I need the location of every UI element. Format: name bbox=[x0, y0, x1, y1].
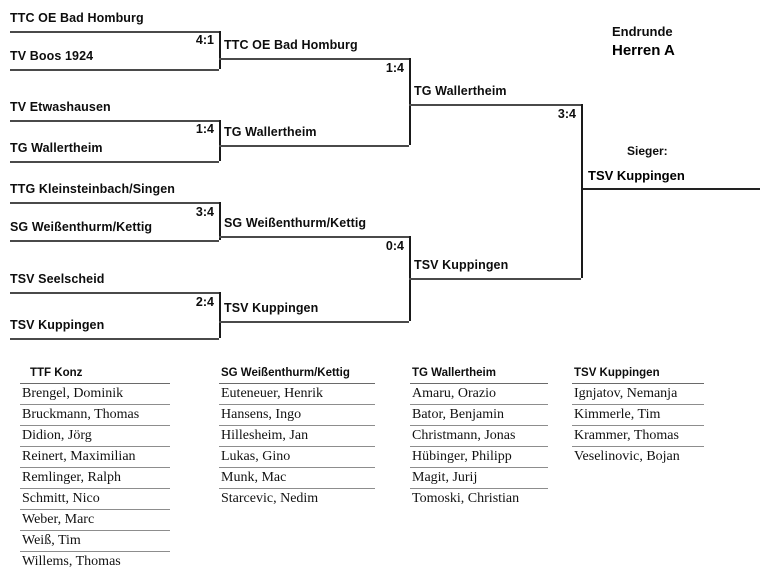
roster-player: Schmitt, Nico bbox=[20, 489, 170, 510]
roster-player: Christmann, Jonas bbox=[410, 426, 548, 447]
r2-m2-top-line bbox=[219, 236, 409, 238]
r2-m1-score: 1:4 bbox=[385, 61, 404, 75]
r1-m1-score: 4:1 bbox=[195, 33, 214, 47]
final-score: 3:4 bbox=[557, 107, 576, 121]
r1-m2-bottom-team: TG Wallertheim bbox=[10, 141, 103, 155]
r2-m1-top-team: TTC OE Bad Homburg bbox=[224, 38, 358, 52]
r1-m1-top-team: TTC OE Bad Homburg bbox=[10, 11, 144, 25]
r1-m4-bracket-connector bbox=[219, 292, 221, 338]
r2-m1-bottom-team: TG Wallertheim bbox=[224, 125, 317, 139]
roster-player: Hansens, Ingo bbox=[219, 405, 375, 426]
class-title: Herren A bbox=[612, 42, 675, 59]
roster-player: Lukas, Gino bbox=[219, 447, 375, 468]
final-bracket-connector bbox=[581, 104, 583, 278]
r1-m4-bottom-line bbox=[10, 338, 219, 340]
r2-m1-bottom-line bbox=[219, 145, 409, 147]
roster-player: Krammer, Thomas bbox=[572, 426, 704, 447]
r2-m2-score: 0:4 bbox=[385, 239, 404, 253]
champion-line bbox=[581, 188, 760, 190]
r2-m1-bracket-connector bbox=[409, 58, 411, 145]
roster-player: Hübinger, Philipp bbox=[410, 447, 548, 468]
r1-m2-top-team: TV Etwashausen bbox=[10, 100, 111, 114]
roster-player: Weiß, Tim bbox=[20, 531, 170, 552]
roster-player: Euteneuer, Henrik bbox=[219, 384, 375, 405]
roster-column-2: TG Wallertheim Amaru, Orazio Bator, Benj… bbox=[410, 366, 548, 509]
r1-m3-bottom-line bbox=[10, 240, 219, 242]
roster-player: Starcevic, Nedim bbox=[221, 491, 319, 506]
roster-player: Amaru, Orazio bbox=[410, 384, 548, 405]
roster-player: Veselinovic, Bojan bbox=[574, 449, 680, 464]
roster-player: Munk, Mac bbox=[219, 468, 375, 489]
roster-player: Hillesheim, Jan bbox=[219, 426, 375, 447]
r1-m3-score: 3:4 bbox=[195, 205, 214, 219]
roster-club-name: TG Wallertheim bbox=[410, 366, 548, 384]
r1-m2-top-line bbox=[10, 120, 219, 122]
r1-m1-bottom-line bbox=[10, 69, 219, 71]
r1-m4-top-team: TSV Seelscheid bbox=[10, 272, 105, 286]
roster-player: Willems, Thomas bbox=[22, 554, 121, 569]
r2-m1-top-line bbox=[219, 58, 409, 60]
r2-m2-bottom-team: TSV Kuppingen bbox=[224, 301, 319, 315]
r2-m2-top-team: SG Weißenthurm/Kettig bbox=[224, 216, 367, 230]
r1-m4-top-line bbox=[10, 292, 219, 294]
r1-m2-score: 1:4 bbox=[195, 122, 214, 136]
roster-player: Weber, Marc bbox=[20, 510, 170, 531]
winner-label: Sieger: bbox=[627, 144, 668, 158]
roster-club-name: SG Weißenthurm/Kettig bbox=[219, 366, 375, 384]
roster-player: Reinert, Maximilian bbox=[20, 447, 170, 468]
roster-player: Brengel, Dominik bbox=[20, 384, 170, 405]
r1-m1-top-line bbox=[10, 31, 219, 33]
roster-player: Ignjatov, Nemanja bbox=[572, 384, 704, 405]
roster-player: Remlinger, Ralph bbox=[20, 468, 170, 489]
final-top-line bbox=[409, 104, 581, 106]
winner-name: TSV Kuppingen bbox=[588, 168, 685, 183]
round-title: Endrunde bbox=[612, 24, 673, 39]
r1-m4-score: 2:4 bbox=[195, 295, 214, 309]
roster-player: Didion, Jörg bbox=[20, 426, 170, 447]
roster-club-name: TTF Konz bbox=[20, 366, 170, 384]
final-top-team: TG Wallertheim bbox=[414, 84, 507, 98]
final-bottom-team: TSV Kuppingen bbox=[414, 258, 509, 272]
roster-column-0: TTF Konz Brengel, Dominik Bruckmann, Tho… bbox=[20, 366, 170, 572]
r1-m3-bottom-team: SG Weißenthurm/Kettig bbox=[10, 220, 153, 234]
r1-m3-top-team: TTG Kleinsteinbach/Singen bbox=[10, 182, 176, 196]
roster-player: Tomoski, Christian bbox=[412, 491, 520, 506]
roster-player: Kimmerle, Tim bbox=[572, 405, 704, 426]
r1-m2-bottom-line bbox=[10, 161, 219, 163]
final-bottom-line bbox=[409, 278, 581, 280]
r1-m3-bracket-connector bbox=[219, 202, 221, 240]
roster-player: Magit, Jurij bbox=[410, 468, 548, 489]
roster-column-3: TSV Kuppingen Ignjatov, Nemanja Kimmerle… bbox=[572, 366, 704, 467]
roster-player: Bruckmann, Thomas bbox=[20, 405, 170, 426]
r1-m2-bracket-connector bbox=[219, 120, 221, 161]
roster-club-name: TSV Kuppingen bbox=[572, 366, 704, 384]
r2-m2-bottom-line bbox=[219, 321, 409, 323]
roster-column-1: SG Weißenthurm/Kettig Euteneuer, Henrik … bbox=[219, 366, 375, 509]
r1-m4-bottom-team: TSV Kuppingen bbox=[10, 318, 105, 332]
r1-m1-bottom-team: TV Boos 1924 bbox=[10, 49, 94, 63]
r1-m1-bracket-connector bbox=[219, 31, 221, 69]
r1-m3-top-line bbox=[10, 202, 219, 204]
roster-player: Bator, Benjamin bbox=[410, 405, 548, 426]
